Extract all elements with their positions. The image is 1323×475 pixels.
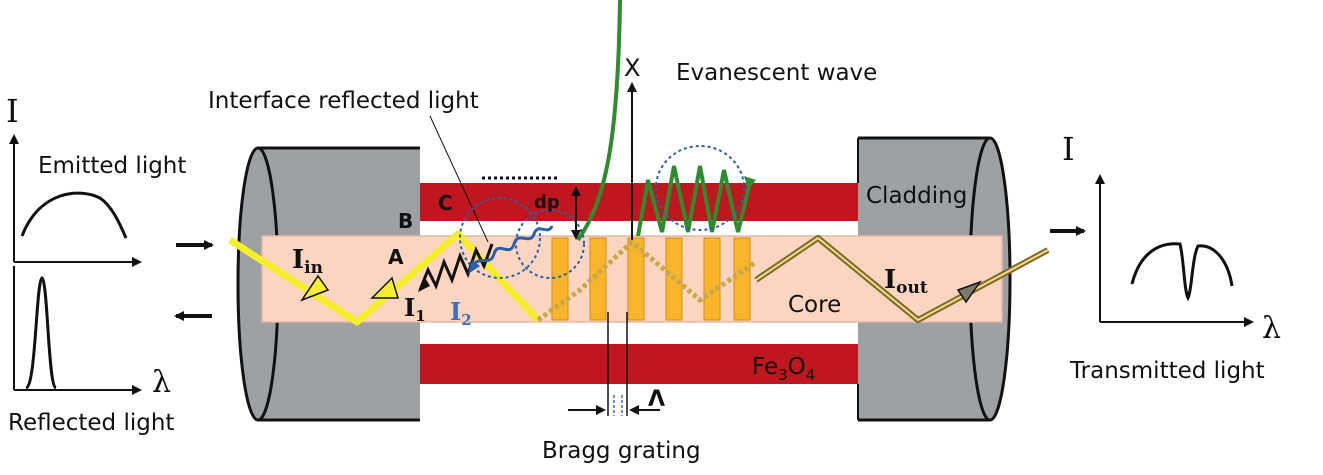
point-a-label: A: [388, 245, 404, 269]
grating-bar-1: [551, 237, 569, 321]
transmitted-intensity-label: I: [1062, 130, 1075, 168]
reflected-light-label: Reflected light: [8, 410, 174, 436]
evanescent-decay-curve: [576, 0, 622, 242]
cladding-bottom-fe3o4: [420, 344, 858, 384]
cladding-top: [420, 183, 858, 221]
fiber: [236, 136, 1012, 422]
core-label: Core: [788, 292, 841, 318]
reflected-spectrum-peak: [24, 276, 58, 390]
transmitted-wavelength-label: λ: [1262, 311, 1281, 346]
bragg-grating-label: Bragg grating: [542, 438, 701, 464]
grating-bar-2: [589, 237, 607, 321]
incident-ray: [228, 230, 541, 326]
output-intensity-label: Iout: [884, 265, 928, 298]
interface-wave-i1: [418, 243, 494, 291]
evanescent-zigzag: [636, 165, 752, 237]
emitted-light-label: Emitted light: [38, 153, 186, 179]
cladding-label: Cladding: [866, 183, 967, 209]
transmitted-spectrum-curve: [1130, 242, 1234, 302]
right-spectrum: I λ Transmitted light: [1062, 130, 1281, 384]
ray-direction-marker-out: [956, 280, 982, 304]
fe3o4-label: Fe3O4: [752, 354, 815, 384]
guided-ray-through-grating: [536, 238, 758, 323]
left-spectra: I Emitted light λ Reflected light: [6, 92, 186, 436]
transmitted-light-label: Transmitted light: [1069, 358, 1265, 384]
i1-intensity-label: I1: [404, 293, 426, 325]
bragg-grating: Λ Bragg grating: [542, 237, 751, 464]
i2-intensity-label: I2: [450, 297, 472, 329]
x-axis-label: X: [624, 54, 640, 82]
evanescent-wave-label: Evanescent wave: [676, 60, 877, 86]
reflected-wavelength-label: λ: [152, 365, 171, 400]
interface-highlight-circle: [459, 197, 541, 279]
point-b-label: B: [398, 209, 413, 233]
transmitted-ray-inner: [755, 237, 1049, 321]
grating-bar-6: [733, 237, 751, 321]
evanescent-wave: X Evanescent wave: [576, 0, 877, 242]
point-c-label: C: [438, 191, 453, 215]
grating-bar-5: [703, 237, 721, 321]
interface-annotations: Interface reflected light dp C B A: [208, 88, 585, 279]
ray-direction-marker-2: [370, 276, 400, 299]
penetration-depth-label: dp: [534, 192, 560, 213]
grating-period-label: Λ: [648, 387, 665, 412]
evanescent-highlight-circle: [655, 145, 745, 231]
incident-intensity-label: Iin: [292, 245, 323, 278]
light-rays: [228, 225, 1050, 326]
interface-reflected-label: Interface reflected light: [208, 88, 479, 114]
ray-direction-marker-1: [300, 274, 330, 302]
emitted-spectrum-curve: [20, 191, 128, 239]
emitted-intensity-label: I: [6, 92, 19, 130]
grating-bar-3: [627, 237, 645, 321]
